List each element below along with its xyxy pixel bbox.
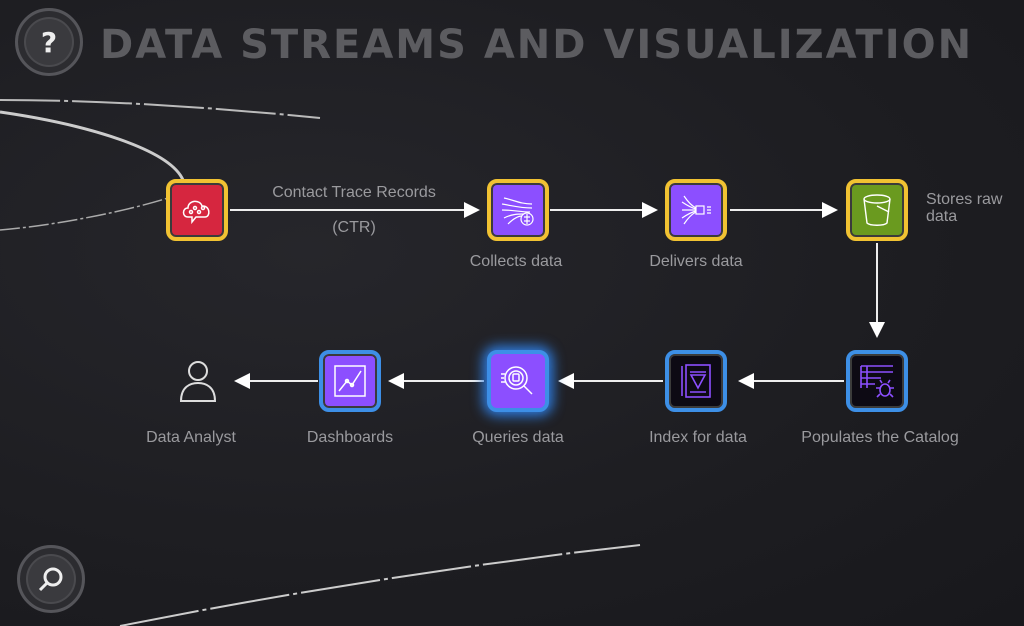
query-search-icon (501, 366, 533, 395)
label-stores-line1: Stores raw (926, 191, 1003, 208)
help-button[interactable]: ? (15, 8, 83, 76)
label-populates-catalog: Populates the Catalog (801, 429, 959, 446)
search-button[interactable] (17, 545, 85, 613)
cloud-chat-icon (182, 200, 210, 225)
edge-label-ctr: Contact Trace Records (272, 184, 436, 201)
label-queries-data: Queries data (472, 429, 564, 446)
label-index-for-data: Index for data (649, 429, 747, 446)
node-stores-raw-data[interactable] (846, 179, 908, 241)
data-stream-icon (501, 197, 534, 226)
question-icon: ? (40, 25, 58, 59)
crawler-catalog-icon (860, 365, 894, 398)
label-dashboards: Dashboards (306, 429, 394, 446)
node-dashboards[interactable] (319, 350, 381, 412)
search-index-icon (681, 364, 711, 398)
label-delivers-data: Delivers data (649, 253, 743, 270)
dashboard-chart-icon (334, 365, 366, 397)
label-data-analyst: Data Analyst (146, 429, 236, 446)
node-contact-lens[interactable] (166, 179, 228, 241)
node-populates-catalog[interactable] (846, 350, 908, 412)
node-index-for-data[interactable] (665, 350, 727, 412)
magnifier-icon (38, 567, 63, 592)
label-stores-line2: data (926, 208, 958, 225)
label-collects-data: Collects data (469, 253, 563, 270)
firehose-icon (681, 195, 711, 225)
user-icon (179, 361, 217, 402)
node-collects-data[interactable] (487, 179, 549, 241)
node-delivers-data[interactable] (665, 179, 727, 241)
edge-label-ctr-abbr: (CTR) (332, 219, 376, 236)
node-queries-data[interactable] (487, 350, 549, 412)
page-title: DATA STREAMS AND VISUALIZATION (100, 22, 974, 68)
bucket-icon (863, 194, 891, 226)
